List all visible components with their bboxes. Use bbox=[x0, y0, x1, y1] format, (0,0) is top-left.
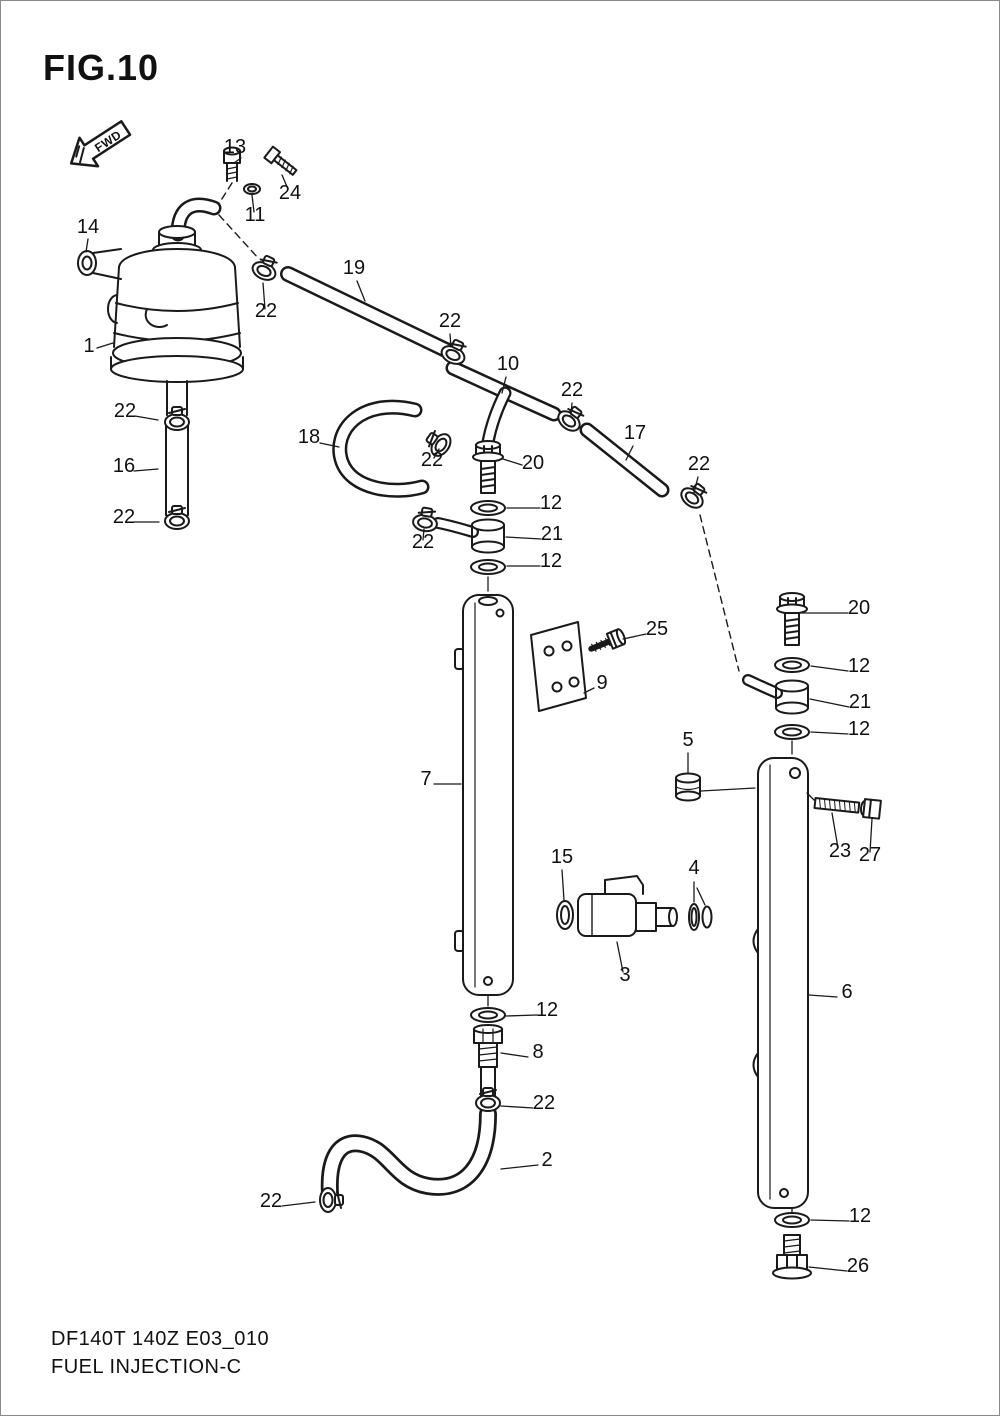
callout-22: 22 bbox=[114, 400, 136, 422]
hose-clamps bbox=[164, 251, 712, 1213]
callout-22: 22 bbox=[113, 506, 135, 528]
callout-7: 7 bbox=[420, 768, 431, 790]
callout-22: 22 bbox=[421, 449, 443, 471]
callout-12: 12 bbox=[540, 492, 562, 514]
callout-2: 2 bbox=[541, 1149, 552, 1171]
figure-title: FIG.10 bbox=[43, 47, 160, 88]
callout-12: 12 bbox=[540, 550, 562, 572]
fuel-rail-7 bbox=[454, 594, 514, 1007]
callout-12: 12 bbox=[848, 655, 870, 677]
callout-22: 22 bbox=[561, 379, 583, 401]
callout-6: 6 bbox=[841, 981, 852, 1003]
bolt-25 bbox=[588, 628, 627, 652]
callout-22: 22 bbox=[439, 310, 461, 332]
callout-23: 23 bbox=[829, 840, 851, 862]
callout-20: 20 bbox=[848, 597, 870, 619]
callout-26: 26 bbox=[847, 1255, 869, 1277]
stud-leader bbox=[806, 792, 815, 801]
tube-16 bbox=[165, 418, 189, 520]
callout-8: 8 bbox=[532, 1041, 543, 1063]
callout-27: 27 bbox=[859, 844, 881, 866]
washer-12-left-bottom bbox=[470, 559, 506, 592]
banjo-bolt-20-left bbox=[472, 440, 504, 494]
callout-10: 10 bbox=[497, 353, 519, 375]
callout-19: 19 bbox=[343, 257, 365, 279]
callout-9: 9 bbox=[596, 672, 607, 694]
screw-24 bbox=[263, 145, 298, 176]
callout-22: 22 bbox=[412, 531, 434, 553]
callout-11: 11 bbox=[245, 204, 266, 226]
callout-20: 20 bbox=[522, 452, 544, 474]
o-ring-15 bbox=[556, 900, 574, 930]
bolt-13 bbox=[223, 146, 241, 182]
callout-22: 22 bbox=[255, 300, 277, 322]
fuel-pump-assembly bbox=[77, 197, 244, 416]
callout-3: 3 bbox=[619, 964, 630, 986]
callout-22: 22 bbox=[688, 453, 710, 475]
hose-17 bbox=[579, 422, 670, 498]
callout-21: 21 bbox=[849, 691, 871, 713]
washer-12-left-top bbox=[470, 500, 506, 516]
callout-4: 4 bbox=[688, 857, 699, 879]
hose-18 bbox=[332, 399, 430, 498]
callout-5: 5 bbox=[682, 729, 693, 751]
fuel-rail-6 bbox=[752, 757, 809, 1214]
callout-21: 21 bbox=[541, 523, 563, 545]
washer-11 bbox=[243, 183, 261, 195]
callout-24: 24 bbox=[279, 182, 301, 204]
fuel-injector-3 bbox=[577, 875, 678, 937]
washer-12-bottom-left bbox=[470, 1007, 506, 1023]
union-21-right bbox=[742, 674, 809, 715]
callout-1: 1 bbox=[83, 335, 94, 357]
callout-18: 18 bbox=[298, 426, 320, 448]
callout-22: 22 bbox=[260, 1190, 282, 1212]
hose-10 bbox=[445, 360, 562, 449]
callout-15: 15 bbox=[551, 846, 573, 868]
callout-22: 22 bbox=[533, 1092, 555, 1114]
fwd-arrow: FWD bbox=[69, 120, 132, 168]
figure-code: DF140T 140Z E03_010 bbox=[51, 1328, 270, 1350]
callout-12: 12 bbox=[848, 718, 870, 740]
bolt-27 bbox=[859, 798, 882, 820]
o-rings-4 bbox=[688, 903, 713, 931]
bracket-9 bbox=[530, 621, 587, 712]
washer-12-right-top bbox=[774, 657, 810, 673]
grommet-5 bbox=[675, 772, 756, 802]
banjo-bolt-20-right bbox=[776, 592, 808, 646]
hose-19 bbox=[280, 266, 458, 360]
union-21-left bbox=[432, 517, 505, 554]
leader-lines bbox=[85, 157, 873, 1272]
callout-25: 25 bbox=[646, 618, 668, 640]
callout-12: 12 bbox=[849, 1205, 871, 1227]
figure-name: FUEL INJECTION-C bbox=[51, 1356, 242, 1378]
callout-17: 17 bbox=[624, 422, 646, 444]
washer-12-right-bottom bbox=[774, 724, 810, 755]
callout-14: 14 bbox=[77, 216, 99, 238]
washer-12-bottom-right bbox=[774, 1212, 810, 1228]
callout-16: 16 bbox=[113, 455, 135, 477]
bolt-26 bbox=[772, 1234, 812, 1280]
callout-labels: 13 24 11 14 1 22 19 22 10 22 18 22 20 17… bbox=[77, 136, 881, 1277]
hose-2 bbox=[320, 1105, 497, 1203]
stud-23 bbox=[813, 797, 861, 814]
figure-footer: DF140T 140Z E03_010 FUEL INJECTION-C bbox=[51, 1325, 269, 1381]
callout-12: 12 bbox=[536, 999, 558, 1021]
callout-13: 13 bbox=[224, 136, 246, 158]
fitting-8 bbox=[473, 1024, 503, 1097]
